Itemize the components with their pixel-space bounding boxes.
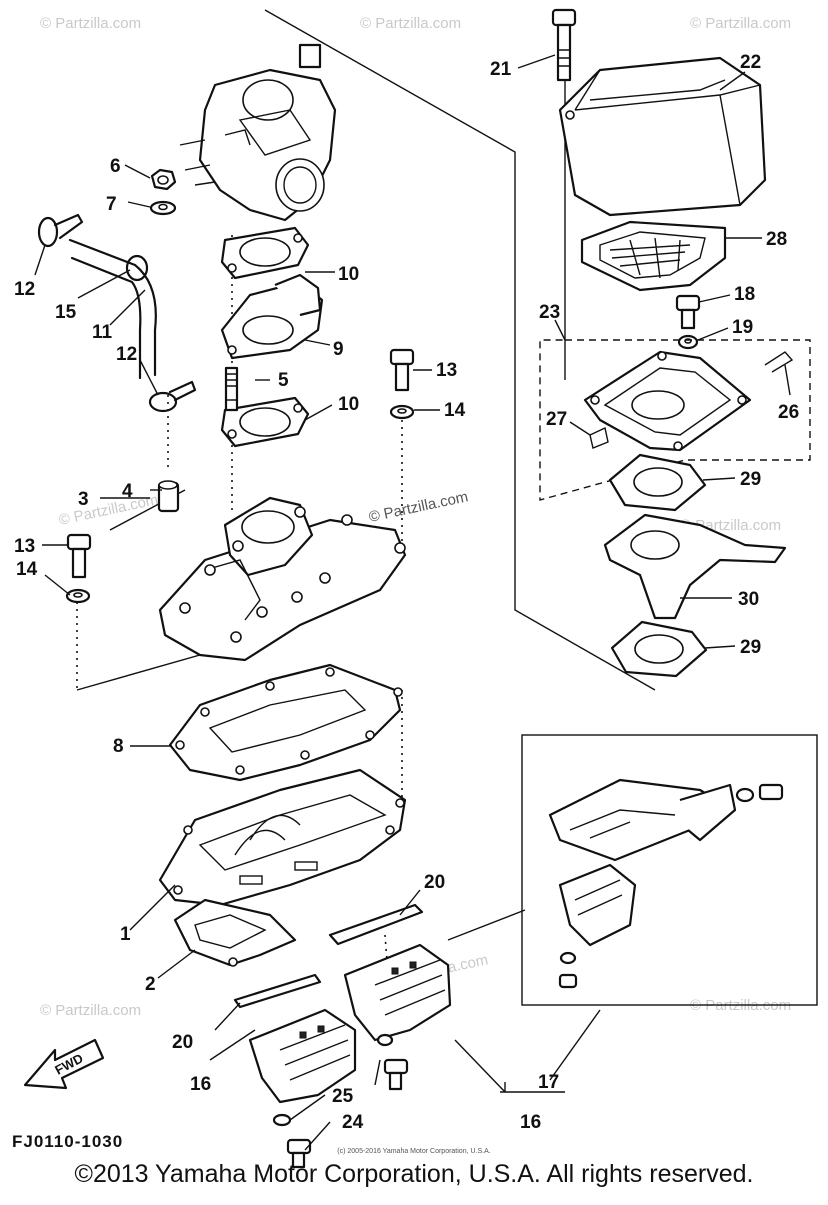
screws xyxy=(272,1033,409,1169)
callout-19: 19 xyxy=(732,317,753,338)
carburetor xyxy=(179,43,337,222)
callout-10: 10 xyxy=(338,264,359,285)
callout-1: 1 xyxy=(120,924,131,945)
callout-16: 16 xyxy=(190,1074,211,1095)
callout-17: 17 xyxy=(538,1072,559,1093)
callouts: 6 7 12 15 11 12 10 9 5 10 13 14 3 4 13 1… xyxy=(14,52,799,1133)
base-gaskets xyxy=(603,453,787,678)
air-filter xyxy=(580,220,727,292)
reed-valves xyxy=(248,943,452,1104)
callout-2: 2 xyxy=(145,974,156,995)
air-box-cover xyxy=(558,56,767,217)
callout-23: 23 xyxy=(539,302,560,323)
callout-15: 15 xyxy=(55,302,77,323)
fwd-arrow: FWD xyxy=(23,1038,105,1090)
callout-14: 14 xyxy=(16,559,38,580)
callout-12: 12 xyxy=(14,279,35,300)
watermark: © Partzilla.com xyxy=(367,488,469,526)
watermark: © Partzilla.com xyxy=(40,15,141,32)
reed-housing xyxy=(158,768,407,907)
intake-manifold xyxy=(158,496,407,662)
cover-bolt xyxy=(551,8,577,82)
collar xyxy=(157,480,180,513)
callout-20: 20 xyxy=(172,1032,193,1053)
small-copyright: (c) 2005-2016 Yamaha Motor Corporation, … xyxy=(337,1148,491,1155)
callout-7: 7 xyxy=(106,194,117,215)
watermark: © Partzilla.com xyxy=(40,1002,141,1019)
callout-3: 3 xyxy=(78,489,89,510)
callout-28: 25 xyxy=(332,1086,354,1107)
leader-lines xyxy=(34,54,791,1151)
base-bolt xyxy=(675,294,701,350)
callout-26: 28 xyxy=(766,229,787,250)
callout-8: 8 xyxy=(113,736,124,757)
callout-25: 27 xyxy=(546,409,567,430)
callout-29: 29 xyxy=(740,637,761,658)
callout-5: 5 xyxy=(278,370,289,391)
callout-11: 11 xyxy=(92,322,113,343)
air-box-base xyxy=(539,339,811,501)
reed-valve-gaskets xyxy=(233,903,424,1009)
callout-30: 30 xyxy=(738,589,759,610)
bolts xyxy=(65,348,415,604)
copyright-footer: ©2013 Yamaha Motor Corporation, U.S.A. A… xyxy=(74,1160,754,1188)
callout-29: 29 xyxy=(740,469,761,490)
callout-6: 6 xyxy=(110,156,121,177)
callout-18: 18 xyxy=(734,284,755,305)
callout-13: 13 xyxy=(436,360,457,381)
callout-20: 20 xyxy=(424,872,445,893)
reed-gasket xyxy=(173,898,297,967)
callout-12: 12 xyxy=(116,344,137,365)
callout-22: 22 xyxy=(740,52,761,73)
callout-10: 10 xyxy=(338,394,359,415)
carb-gaskets xyxy=(220,226,324,448)
callout-4: 4 xyxy=(122,481,133,502)
watermark: © Partzilla.com xyxy=(360,15,461,32)
callout-13: 13 xyxy=(14,536,35,557)
callout-24: 26 xyxy=(778,402,799,423)
reed-valve-detail xyxy=(521,734,818,1006)
manifold-gasket xyxy=(168,663,403,782)
hose xyxy=(37,213,197,413)
callout-27: 24 xyxy=(342,1112,364,1133)
diagram-code: FJ0110-1030 xyxy=(12,1132,124,1151)
watermark: © Partzilla.com xyxy=(690,15,791,32)
callout-14: 14 xyxy=(444,400,466,421)
callout-9: 9 xyxy=(333,339,344,360)
watermark: © Partzilla.com xyxy=(57,491,159,529)
callout-21: 21 xyxy=(490,59,512,80)
nut-washer xyxy=(149,168,177,216)
stud xyxy=(224,366,239,412)
callout-16: 16 xyxy=(520,1112,541,1133)
